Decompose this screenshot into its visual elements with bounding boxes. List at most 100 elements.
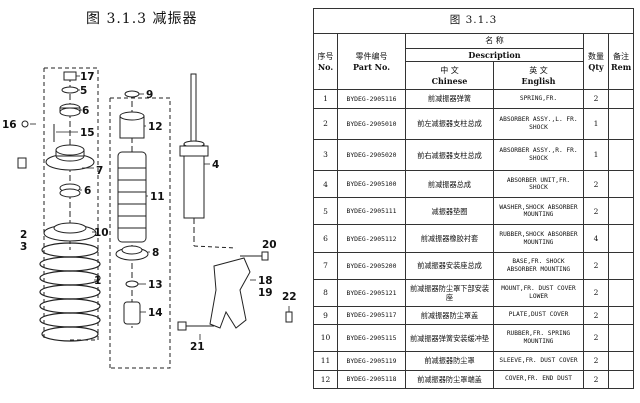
end-cover-part-12 xyxy=(119,111,145,139)
cell-english: RUBBER,FR. SPRING MOUNTING xyxy=(493,324,584,353)
coil-spring-part-1 xyxy=(39,242,101,342)
cell-qty: 1 xyxy=(583,107,609,140)
cell-no: 11 xyxy=(313,351,338,371)
rubber-part-6-upper xyxy=(59,103,81,117)
cell-rem xyxy=(607,170,635,199)
callout-4: 4 xyxy=(212,159,219,171)
cell-chinese: 前减振器防尘罩盖 xyxy=(405,305,494,326)
cell-rem xyxy=(607,369,635,389)
callout-11: 11 xyxy=(150,191,165,203)
callout-20: 20 xyxy=(262,239,277,251)
parts-table: 图 3.1.3 序号 No. 零件编号 Part No. 名 称 数量 Qty xyxy=(312,8,635,389)
cell-qty: 2 xyxy=(583,278,609,307)
cell-chinese: 前减振器弹簧安装缓冲垫 xyxy=(405,324,494,353)
shock-absorber-drawing: 17 5 6 16 15 7 6 2 3 10 1 9 12 11 8 13 1… xyxy=(2,67,297,369)
cell-part-no: BYDEG-2905118 xyxy=(337,369,406,389)
callout-9: 9 xyxy=(146,89,153,101)
cell-no: 12 xyxy=(313,369,338,389)
plate-part-9 xyxy=(124,90,140,98)
cell-chinese: 前减振器防尘罩下部安装座 xyxy=(405,278,494,307)
cell-part-no: BYDEG-2905116 xyxy=(337,89,406,109)
cell-chinese: 前减振器总成 xyxy=(405,170,494,199)
cell-english: COVER,FR. END DUST xyxy=(493,369,584,389)
cell-no: 9 xyxy=(313,305,338,326)
part-13 xyxy=(125,280,139,288)
callout-16: 16 xyxy=(2,119,17,131)
cell-chinese: 前右减振器支柱总成 xyxy=(405,138,494,172)
cell-no: 7 xyxy=(313,251,338,280)
callout-2: 2 xyxy=(20,229,27,241)
cell-english: BASE,FR. SHOCK ABSORBER MOUNTING xyxy=(493,251,584,280)
cell-qty: 2 xyxy=(583,170,609,199)
cell-rem xyxy=(607,305,635,326)
cell-chinese: 前减振器防尘罩端盖 xyxy=(405,369,494,389)
cell-chinese: 前减振器防尘罩 xyxy=(405,351,494,371)
cell-qty: 2 xyxy=(583,305,609,326)
callout-6: 6 xyxy=(82,105,89,117)
header-qty: 数量 Qty xyxy=(583,32,609,91)
cell-chinese: 前减振器安装座总成 xyxy=(405,251,494,280)
table-title: 图 3.1.3 xyxy=(312,8,635,34)
spring-seat-part-10 xyxy=(43,222,97,242)
cell-rem xyxy=(607,107,635,140)
cell-rem xyxy=(607,197,635,226)
bolt-part-21 xyxy=(177,321,214,331)
cell-rem xyxy=(607,278,635,307)
header-part-no: 零件编号 Part No. xyxy=(337,32,406,91)
cell-english: PLATE,DUST COVER xyxy=(493,305,584,326)
callout-3: 3 xyxy=(20,241,27,253)
cell-chinese: 前减振器弹簧 xyxy=(405,89,494,109)
cell-qty: 2 xyxy=(583,324,609,353)
cell-english: ABSORBER ASSY.,R. FR. SHOCK xyxy=(493,138,584,172)
cell-part-no: BYDEG-2905117 xyxy=(337,305,406,326)
callout-13: 13 xyxy=(148,279,163,291)
cell-no: 3 xyxy=(313,138,338,172)
cell-part-no: BYDEG-2905111 xyxy=(337,197,406,226)
cell-part-no: BYDEG-2905115 xyxy=(337,324,406,353)
cell-no: 8 xyxy=(313,278,338,307)
callout-22: 22 xyxy=(282,291,297,303)
nut-part-16 xyxy=(21,120,29,128)
cell-part-no: BYDEG-2905010 xyxy=(337,107,406,140)
dust-sleeve-part-11 xyxy=(117,151,147,243)
exploded-diagram: 17 5 6 16 15 7 6 2 3 10 1 9 12 11 8 13 1… xyxy=(0,28,308,403)
group-bracket-left xyxy=(44,67,99,341)
washer-part-5 xyxy=(61,86,79,94)
cell-qty: 1 xyxy=(583,138,609,172)
cell-rem xyxy=(607,138,635,172)
cell-qty: 2 xyxy=(583,197,609,226)
callout-6b: 6 xyxy=(84,185,91,197)
cell-part-no: BYDEG-2905119 xyxy=(337,351,406,371)
callout-18: 18 xyxy=(258,275,273,287)
callout-10: 10 xyxy=(94,227,109,239)
cell-qty: 2 xyxy=(583,89,609,109)
cell-english: RUBBER,SHOCK ABSORBER MOUNTING xyxy=(493,224,584,253)
callout-17: 17 xyxy=(80,71,95,83)
header-rem: 备注 Rem xyxy=(607,32,635,91)
cell-rem xyxy=(607,224,635,253)
rubber-part-6-lower xyxy=(59,183,81,198)
damper-part-4 xyxy=(179,73,209,219)
parts-table-container: 图 3.1.3 序号 No. 零件编号 Part No. 名 称 数量 Qty xyxy=(312,8,635,389)
cell-qty: 2 xyxy=(583,369,609,389)
header-description-en: Description xyxy=(405,48,584,63)
knuckle-part-18-19 xyxy=(209,257,251,329)
cell-qty: 2 xyxy=(583,351,609,371)
cell-rem xyxy=(607,324,635,353)
cell-english: SPRING,FR. xyxy=(493,89,584,109)
cell-no: 6 xyxy=(313,224,338,253)
bolt-part-20 xyxy=(240,251,269,261)
cell-english: ABSORBER UNIT,FR. SHOCK xyxy=(493,170,584,199)
cell-no: 1 xyxy=(313,89,338,109)
